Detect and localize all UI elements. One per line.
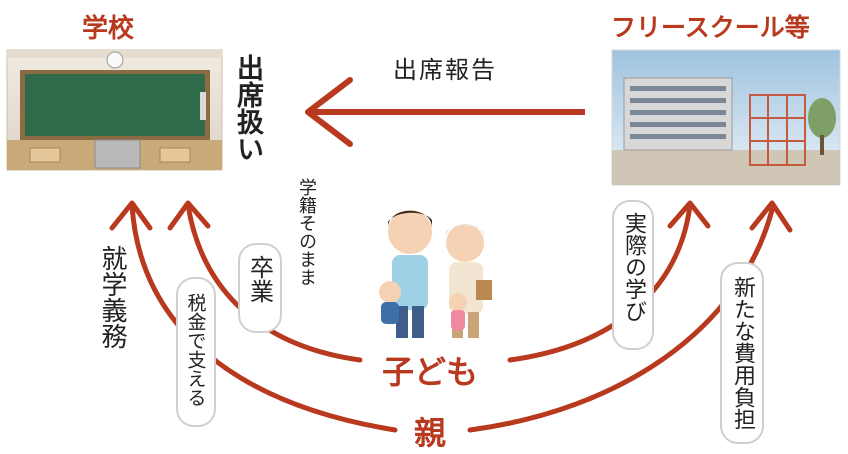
parent-to-school-arrowhead (109, 200, 153, 231)
family-illustration (379, 210, 492, 338)
attendance-treatment-label: 出席扱い (232, 54, 263, 162)
compulsory-education-label: 就学義務 (97, 245, 127, 349)
child-to-freeschool-arrowhead (667, 200, 711, 229)
child-to-freeschool-arrow (507, 202, 693, 363)
child-to-school-arrow (185, 202, 363, 363)
enrollment-kept-label: 学籍そのまま (296, 178, 317, 286)
attendance-report-label: 出席報告 (393, 56, 497, 84)
building-image (611, 49, 841, 186)
parent-to-freeschool-arrowhead (749, 200, 793, 233)
real-learning-pill: 実際の学び (612, 200, 654, 350)
new-cost-burden-label: 新たな費用負担 (730, 276, 755, 430)
tax-support-pill: 税金で支える (176, 277, 216, 427)
school-title: 学校 (82, 14, 135, 44)
parent-to-freeschool-arrow (467, 207, 775, 433)
freeschool-title: フリースクール等 (611, 13, 810, 42)
classroom-image (6, 49, 223, 171)
new-cost-burden-pill: 新たな費用負担 (720, 262, 764, 444)
child-label: 子ども (376, 347, 485, 393)
tax-support-label: 税金で支える (184, 293, 207, 407)
real-learning-label: 実際の学び (621, 212, 646, 322)
attendance-report-arrow (305, 77, 585, 147)
parent-label: 親 (408, 408, 453, 454)
child-to-school-arrowhead (167, 200, 211, 231)
graduation-label: 卒業 (245, 255, 274, 303)
graduation-pill: 卒業 (238, 243, 282, 333)
